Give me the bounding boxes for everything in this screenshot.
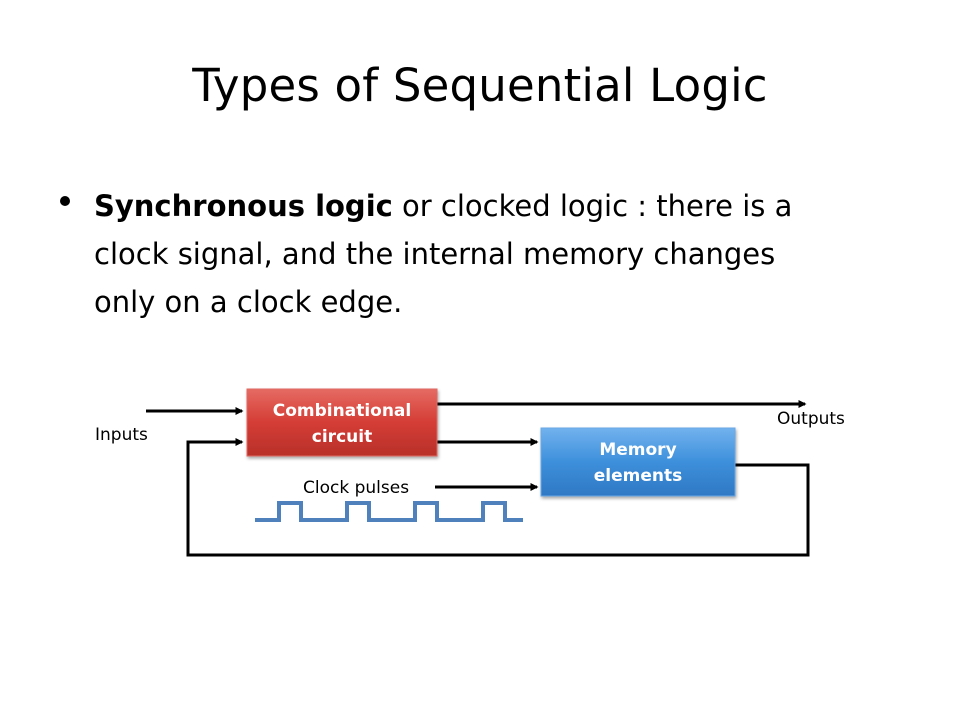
feedback-loop-wire xyxy=(186,438,810,557)
bullet-line3: only on a clock edge. xyxy=(94,285,403,319)
slide-title: Types of Sequential Logic xyxy=(192,59,768,112)
inputs-label: Inputs xyxy=(95,425,148,445)
combinational-label-line2: circuit xyxy=(312,427,372,447)
clock-pulses-label: Clock pulses xyxy=(303,478,409,498)
bullet-line2: clock signal, and the internal memory ch… xyxy=(94,237,776,271)
bullet-text: Synchronous logic or clocked logic : the… xyxy=(94,182,924,326)
memory-label-line1: Memory xyxy=(599,440,676,460)
clock-waveform xyxy=(255,501,523,522)
outputs-label: Outputs xyxy=(777,409,845,429)
combinational-circuit-box: Combinational circuit xyxy=(246,388,438,457)
combinational-label-line1: Combinational xyxy=(273,401,411,421)
bullet-bold-term: Synchronous logic xyxy=(94,189,393,223)
bullet-line1-rest: or clocked logic : there is a xyxy=(392,189,793,223)
memory-elements-box: Memory elements xyxy=(540,427,736,497)
bullet-dot-icon xyxy=(60,196,70,206)
memory-label-line2: elements xyxy=(594,466,682,486)
